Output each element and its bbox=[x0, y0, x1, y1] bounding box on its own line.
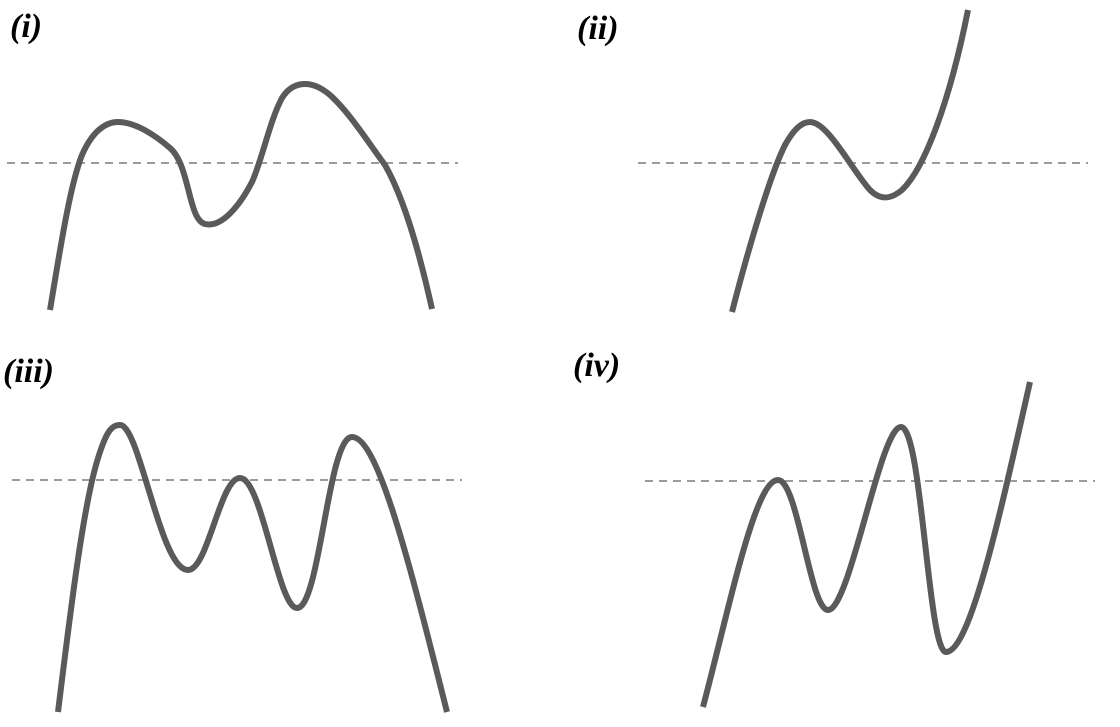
panel-i: (i) bbox=[0, 0, 560, 345]
panel-iv-plot bbox=[645, 381, 1095, 708]
panel-i-plot bbox=[7, 81, 458, 311]
panel-ii: (ii) bbox=[560, 0, 1120, 345]
panel-ii-plot bbox=[638, 9, 1088, 313]
panel-iv-curve bbox=[700, 381, 1033, 708]
panel-iii-label: (iii) bbox=[3, 353, 54, 390]
panel-iii: (iii) bbox=[0, 345, 560, 727]
panel-iii-plot bbox=[12, 422, 462, 713]
panel-i-curve bbox=[47, 81, 435, 311]
panel-ii-curve bbox=[729, 9, 971, 313]
panel-iv-label: (iv) bbox=[573, 347, 621, 384]
panel-i-label: (i) bbox=[10, 8, 43, 45]
panel-iii-curve bbox=[55, 422, 450, 713]
panel-iv: (iv) bbox=[560, 345, 1120, 727]
panel-ii-label: (ii) bbox=[577, 10, 619, 47]
